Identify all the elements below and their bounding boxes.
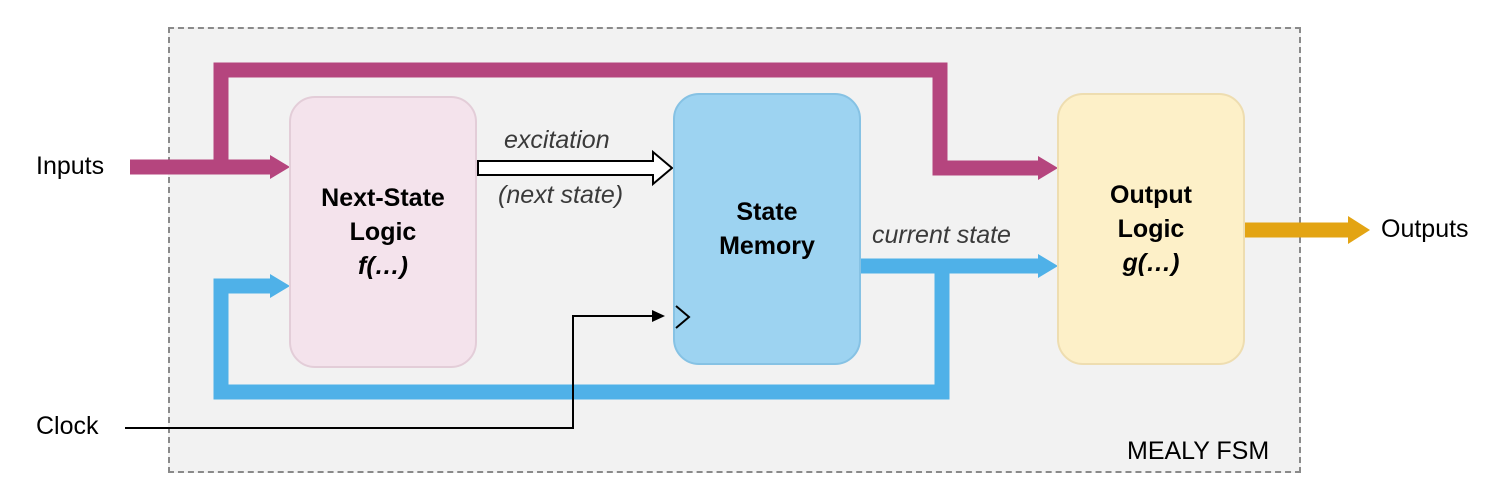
- inputs-label: Inputs: [36, 152, 105, 180]
- output-arrowhead: [1348, 216, 1370, 244]
- current-state-wire: [213, 258, 1043, 400]
- current-state-label: current state: [872, 221, 1011, 249]
- input-arrowhead-nsl: [270, 155, 290, 179]
- fsm-type-label: MEALY FSM: [1127, 437, 1270, 465]
- clock-input-triangle: [675, 305, 691, 329]
- output-logic-title-2: Logic: [1117, 215, 1185, 243]
- input-wire: [130, 62, 1043, 176]
- excitation-label: excitation: [504, 126, 610, 154]
- state-arrowhead-nsl: [270, 274, 290, 298]
- output-logic-title-1: Output: [1110, 181, 1192, 209]
- state-memory-block: State Memory: [673, 93, 861, 365]
- clock-label: Clock: [36, 412, 99, 440]
- excitation-arrow: [477, 149, 674, 187]
- next-state-logic-title-1: Next-State: [321, 184, 445, 212]
- next-state-logic-title-2: Logic: [349, 218, 417, 246]
- output-logic-block: Output Logic g(…): [1057, 93, 1245, 365]
- next-state-function: f(…): [358, 252, 408, 280]
- output-function: g(…): [1122, 249, 1180, 277]
- state-arrowhead-output: [1038, 254, 1058, 278]
- state-memory-title-1: State: [736, 198, 798, 226]
- state-memory-title-2: Memory: [719, 232, 815, 260]
- next-state-logic-block: Next-State Logic f(…): [289, 96, 477, 368]
- outputs-label: Outputs: [1381, 215, 1469, 243]
- next-state-label: (next state): [498, 181, 624, 209]
- clock-wire: [125, 315, 655, 429]
- input-arrowhead-output: [1038, 156, 1058, 180]
- clock-arrowhead: [652, 310, 665, 322]
